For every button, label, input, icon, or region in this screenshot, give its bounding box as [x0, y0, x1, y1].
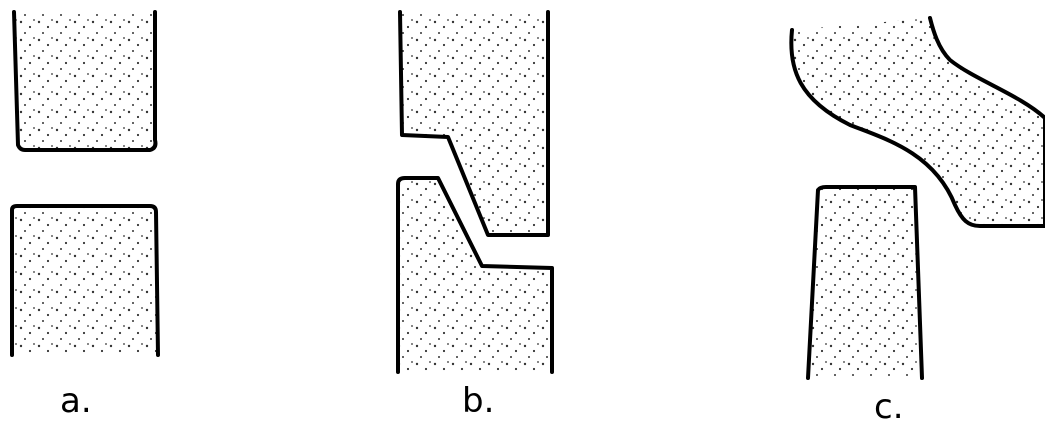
panel-b: b. — [398, 12, 552, 421]
panel-c-lower-block — [808, 187, 922, 378]
panel-c-label: c. — [874, 387, 904, 425]
panel-b-label: b. — [462, 381, 494, 421]
panel-a-lower-block — [12, 206, 158, 355]
panel-a-label: a. — [60, 381, 92, 421]
panel-a-upper-block — [14, 12, 155, 150]
panel-c: c. — [791, 18, 1045, 425]
panel-a: a. — [12, 12, 158, 421]
